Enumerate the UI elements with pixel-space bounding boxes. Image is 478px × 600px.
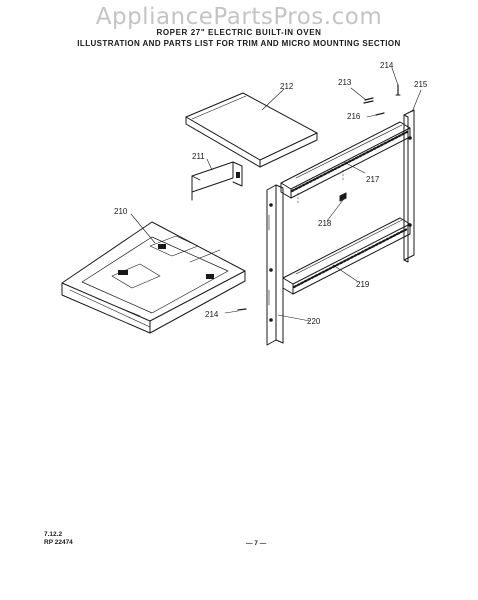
part-211-bracket	[191, 161, 243, 201]
rp-number: RP 22474	[44, 539, 73, 546]
page-number: — 7 —	[246, 540, 267, 547]
callout-218: 218	[318, 219, 332, 228]
part-213-screw	[363, 97, 374, 104]
part-214-screw-top	[395, 84, 401, 96]
part-216-screw	[375, 112, 385, 116]
callout-214-top: 214	[380, 61, 394, 70]
callout-216: 216	[347, 112, 361, 121]
diagram-title: ROPER 27" ELECTRIC BUILT-IN OVEN	[156, 28, 322, 37]
diagram-subtitle: ILLUSTRATION AND PARTS LIST FOR TRIM AND…	[77, 39, 401, 48]
leader-lines	[130, 67, 422, 322]
part-217-upper-trim	[280, 121, 411, 206]
watermark-text: AppliancePartsPros.com	[95, 4, 383, 30]
part-219-lower-trim	[282, 217, 411, 295]
callout-220: 220	[307, 317, 321, 326]
part-215-side-strip	[403, 109, 415, 263]
callout-215: 215	[414, 80, 428, 89]
part-218-clip	[339, 192, 347, 202]
callout-217: 217	[366, 175, 380, 184]
callout-213: 213	[338, 78, 352, 87]
reference-number: 7.12.2	[44, 531, 63, 538]
callout-219: 219	[356, 280, 370, 289]
callout-211: 211	[192, 152, 205, 161]
callout-214-bottom: 214	[205, 310, 219, 319]
part-210-bottom-tray	[61, 221, 246, 334]
part-212-top-panel	[185, 92, 318, 168]
part-220-side-strip	[266, 184, 284, 346]
part-214-screw-bottom	[237, 308, 247, 311]
callout-212: 212	[280, 82, 294, 91]
callout-210: 210	[114, 207, 128, 216]
